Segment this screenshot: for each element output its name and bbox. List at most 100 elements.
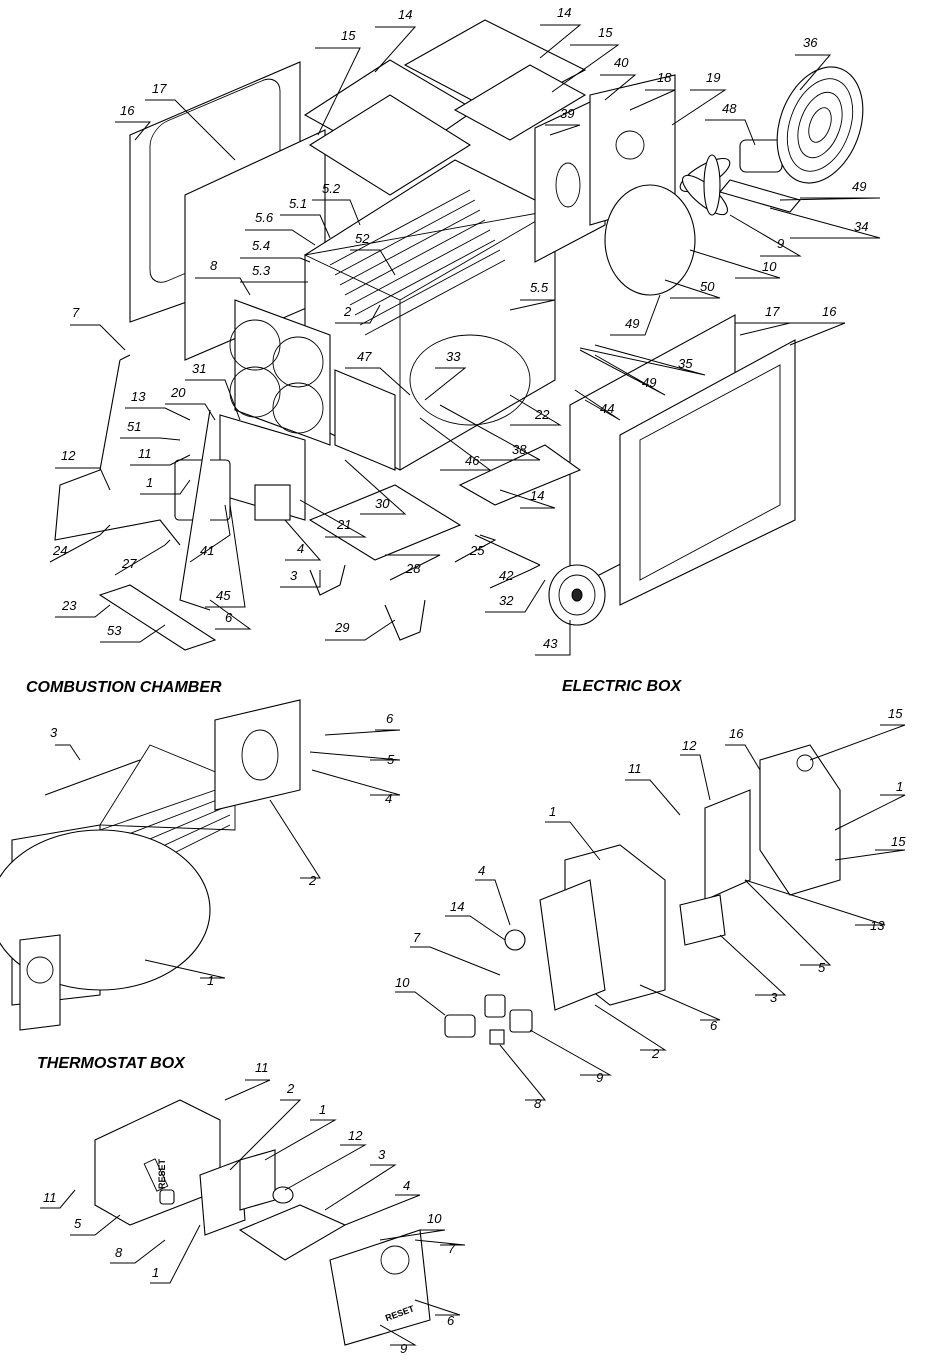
callout-number: 19 xyxy=(706,70,720,85)
callout-leader xyxy=(55,467,111,491)
top-insulation-rear xyxy=(453,64,587,141)
callout-leader xyxy=(345,367,411,396)
callout-leader xyxy=(299,499,367,538)
callout-number: 3 xyxy=(378,1147,386,1162)
callout-number: 4 xyxy=(297,541,304,556)
callout-leader xyxy=(125,407,191,421)
callout-leader xyxy=(509,394,562,426)
callout-leader xyxy=(594,1004,667,1051)
callout-leader xyxy=(130,454,191,466)
callout-number: 10 xyxy=(395,975,410,990)
callout-number: 3 xyxy=(50,725,58,740)
callout-number: 13 xyxy=(131,389,146,404)
callout-number: 4 xyxy=(403,1178,410,1193)
callout-leader xyxy=(769,207,881,239)
callout-number: 5 xyxy=(387,752,395,767)
section-title-electric-box: ELECTRIC BOX xyxy=(562,678,682,695)
callout-number: 7 xyxy=(72,305,80,320)
callout-leader xyxy=(165,403,216,421)
side-panel-right xyxy=(619,339,796,606)
callout-number: 2 xyxy=(308,873,317,888)
callout-number: 2 xyxy=(286,1081,295,1096)
callout-number: 53 xyxy=(107,623,122,638)
callout-leader xyxy=(509,299,556,311)
callout-leader xyxy=(639,984,721,1021)
fan-housing xyxy=(604,184,696,296)
callout-number: 15 xyxy=(598,25,613,40)
callout-leader xyxy=(344,459,407,515)
callout-number: 1 xyxy=(207,973,214,988)
callout-number: 39 xyxy=(560,106,574,121)
callout-leader xyxy=(209,599,252,630)
callout-number: 52 xyxy=(355,231,370,246)
callout-leader xyxy=(324,729,401,736)
callout-leader xyxy=(374,26,417,73)
callout-number: 5.2 xyxy=(322,181,341,196)
callout-number: 38 xyxy=(512,442,527,457)
callout-number: 15 xyxy=(341,28,356,43)
callout-number: 7 xyxy=(413,930,421,945)
callout-number: 2 xyxy=(343,304,352,319)
callout-leader xyxy=(224,1079,271,1101)
callout-leader xyxy=(240,257,311,263)
callout-number: 2 xyxy=(651,1046,660,1061)
callout-number: 28 xyxy=(405,561,421,576)
callout-leader xyxy=(795,54,832,91)
callout-leader xyxy=(600,74,637,101)
callout-leader xyxy=(414,1299,461,1316)
callout-leader xyxy=(189,504,231,563)
thermostat-box-drawing xyxy=(94,1099,431,1346)
electric-box-small xyxy=(254,484,291,521)
rear-plate-39 xyxy=(534,94,606,263)
bottom-panel xyxy=(308,484,462,561)
callout-number: 1 xyxy=(146,475,153,490)
callout-leader xyxy=(145,99,236,161)
callout-leader xyxy=(410,946,501,976)
callout-leader xyxy=(809,724,906,761)
callout-leader xyxy=(70,1214,121,1236)
foot-bracket-rear xyxy=(384,599,426,641)
callout-number: 3 xyxy=(770,990,778,1005)
callout-leader xyxy=(705,119,756,146)
callout-leader xyxy=(350,249,396,276)
callout-leader xyxy=(454,534,497,563)
callout-leader xyxy=(311,769,401,796)
callout-number: 32 xyxy=(499,593,514,608)
wheel xyxy=(548,564,606,626)
callout-number: 17 xyxy=(765,304,780,319)
callout-number: 10 xyxy=(427,1211,442,1226)
callout-number: 6 xyxy=(710,1018,718,1033)
callout-leader xyxy=(671,89,727,126)
callout-leader xyxy=(264,1119,337,1161)
callout-number: 24 xyxy=(52,543,67,558)
callout-number: 9 xyxy=(596,1070,603,1085)
callout-leader xyxy=(719,934,787,996)
callout-leader xyxy=(610,294,661,336)
callout-leader xyxy=(424,367,467,401)
callout-leader xyxy=(55,604,111,618)
callout-number: 27 xyxy=(121,556,137,571)
callout-leader xyxy=(245,229,316,246)
callout-leader xyxy=(312,199,361,226)
callout-number: 22 xyxy=(534,407,550,422)
callout-leader xyxy=(335,304,381,324)
main-heater-assembly xyxy=(54,19,864,651)
callout-number: 35 xyxy=(678,356,693,371)
callout-number: 12 xyxy=(682,738,697,753)
callout-leader xyxy=(280,214,331,239)
callout-number: 48 xyxy=(722,101,737,116)
callout-leader xyxy=(834,794,906,831)
callout-leader xyxy=(485,579,546,613)
fan-guard xyxy=(776,66,864,184)
callout-leader xyxy=(150,1224,201,1284)
callout-number: 34 xyxy=(854,219,868,234)
bottom-panel-rear xyxy=(458,444,582,506)
callout-number: 51 xyxy=(127,419,141,434)
callout-number: 14 xyxy=(398,7,412,22)
callout-number: 16 xyxy=(120,103,135,118)
callout-number: 9 xyxy=(400,1341,407,1356)
callout-number: 4 xyxy=(478,863,485,878)
